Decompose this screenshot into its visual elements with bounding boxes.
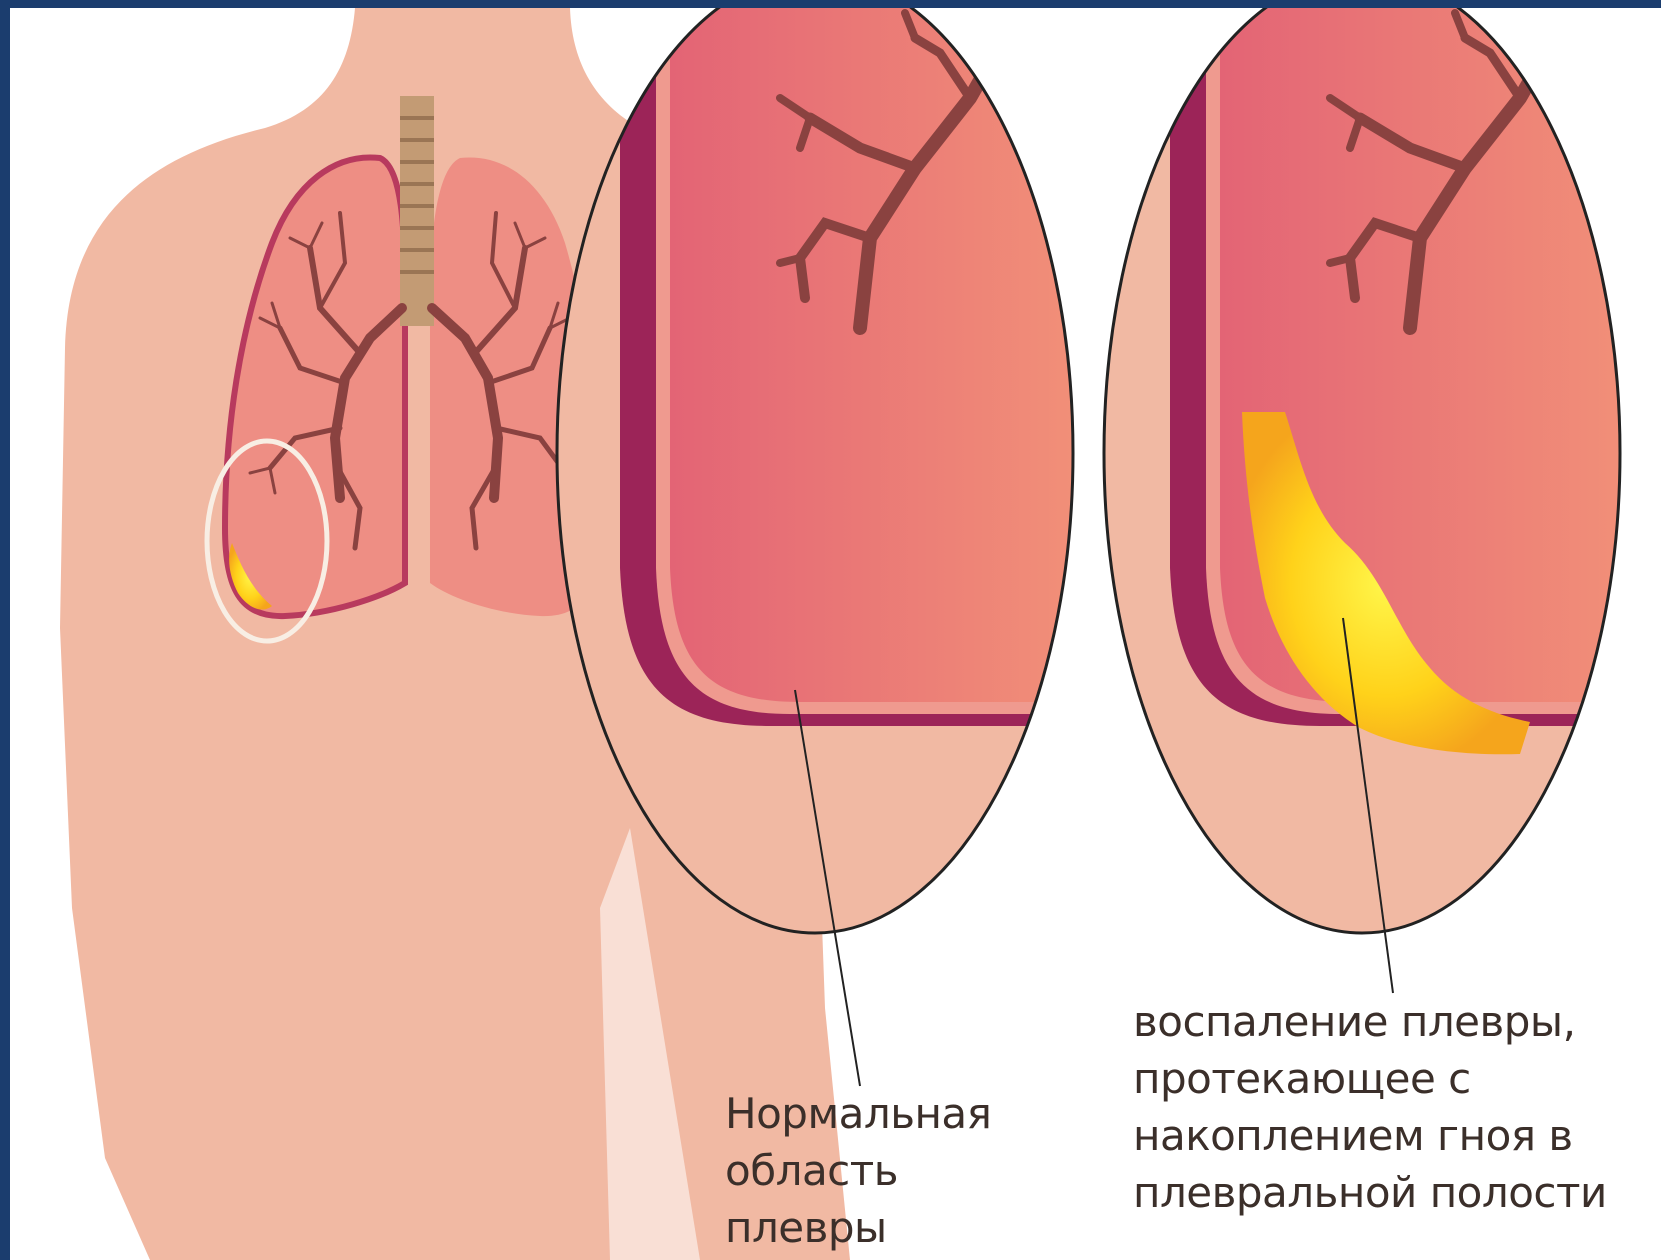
trachea bbox=[400, 96, 434, 326]
label-normal-pleura: Нормальная область плевры bbox=[725, 1085, 1045, 1256]
illustration-canvas: Нормальная область плевры воспаление пле… bbox=[10, 8, 1661, 1260]
magnifier-empyema bbox=[1090, 8, 1650, 948]
label-empyema: воспаление плевры, протекающее с накопле… bbox=[1133, 993, 1653, 1221]
